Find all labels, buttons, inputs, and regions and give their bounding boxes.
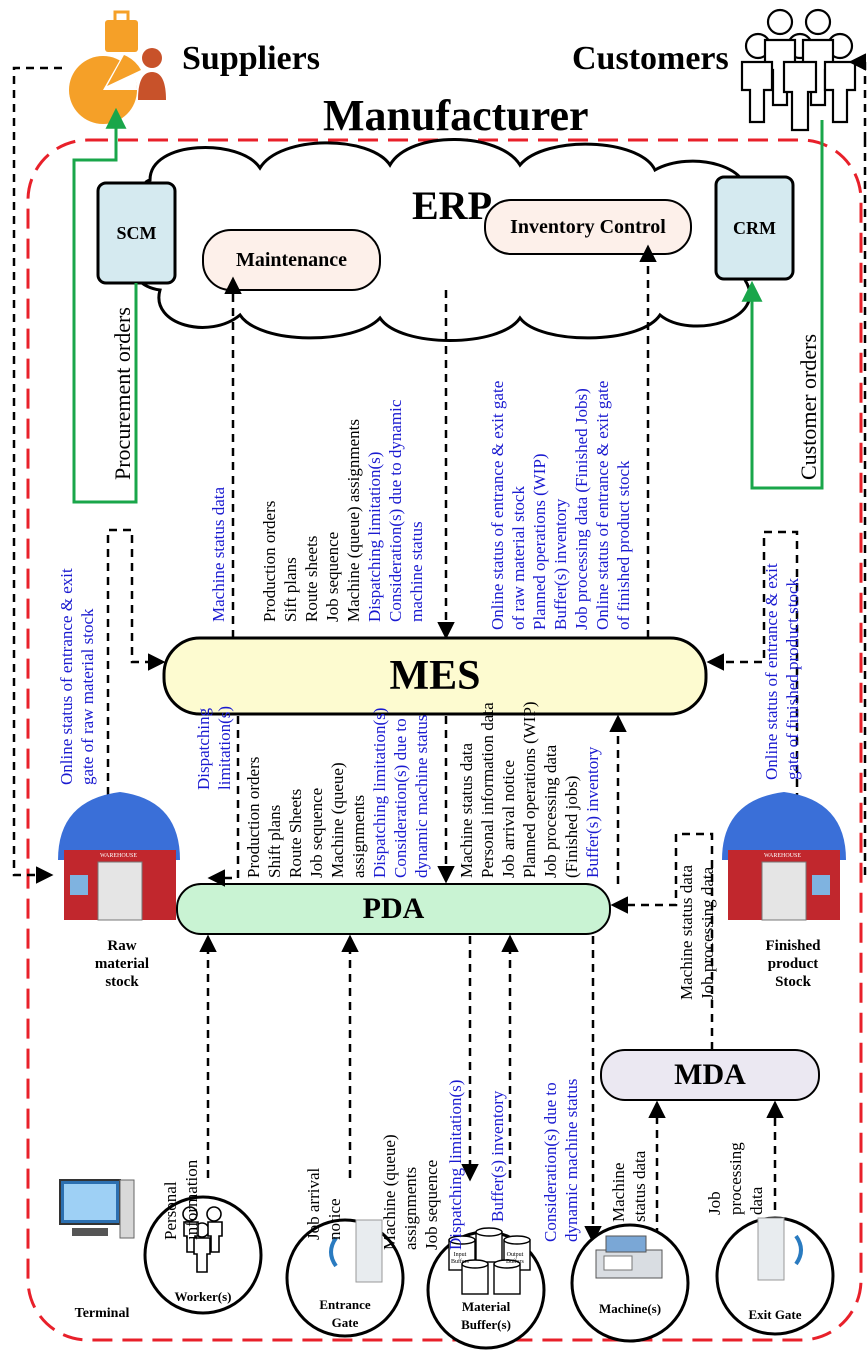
mda-bar: [600, 1049, 820, 1101]
customers-label: Customers: [572, 40, 729, 77]
buffers-icon: [448, 1227, 531, 1295]
exit-gate-icon: [757, 1217, 785, 1281]
maintenance-label: Maintenance: [235, 248, 348, 271]
pda-bar: [176, 883, 611, 935]
suppliers-icon: [69, 10, 166, 124]
inventory-box: [484, 199, 692, 255]
inventory-label: Inventory Control: [510, 215, 666, 238]
raw-warehouse-icon: [58, 792, 180, 921]
manufacturer-label: Manufacturer: [323, 91, 589, 140]
customers-icon: [740, 8, 857, 132]
procurement-arrow: [72, 107, 138, 504]
workers-label: Worker(s): [174, 1289, 232, 1304]
machines-label: Machine(s): [598, 1301, 662, 1316]
mda-label: MDA: [674, 1058, 746, 1091]
maintenance-box: [202, 229, 381, 291]
mes-bar: [162, 636, 708, 716]
scm-label: SCM: [116, 222, 157, 243]
mes-label: MES: [389, 653, 481, 699]
exit-gate-label: Exit Gate: [748, 1307, 802, 1322]
workers-icon: [182, 1206, 223, 1273]
suppliers-label: Suppliers: [182, 40, 320, 77]
crm-box: [714, 175, 795, 281]
customer-order-arrow: [741, 120, 824, 490]
finished-warehouse-text: WAREHOUSE: [764, 853, 801, 859]
raw-warehouse-text: WAREHOUSE: [100, 853, 137, 859]
customer-orders: Customer orders: [796, 333, 821, 480]
pda-label: PDA: [362, 892, 425, 925]
entrance-gate-icon: [355, 1219, 383, 1283]
erp-label: ERP: [412, 183, 492, 228]
terminal-label: Terminal: [74, 1306, 130, 1321]
machine-status-to-erp: Machine status data: [209, 486, 228, 622]
dispatching-label: Dispatching limitation(s): [446, 1079, 465, 1250]
finished-warehouse-icon: [722, 792, 846, 921]
crm-label: CRM: [733, 217, 776, 238]
procurement-orders: Procurement orders: [110, 307, 135, 480]
machine-icon: [595, 1235, 663, 1279]
terminal-icon: [59, 1179, 135, 1239]
buffer-inventory-label: Buffer(s) inventory: [488, 1090, 507, 1222]
